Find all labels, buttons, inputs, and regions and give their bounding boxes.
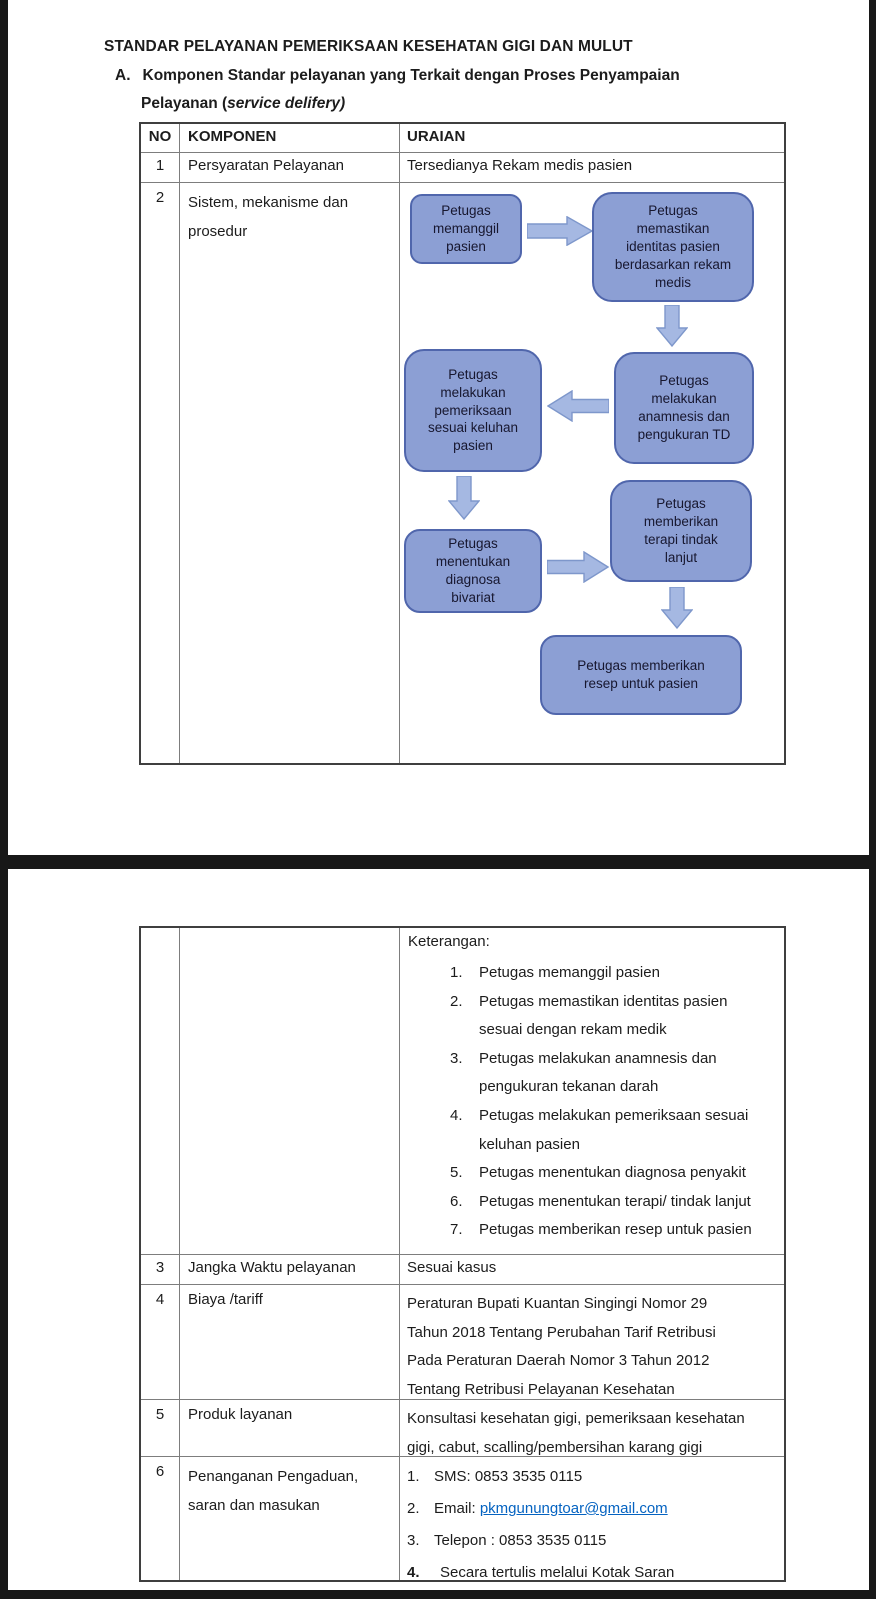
row1-no: 1 — [141, 153, 180, 182]
table-row: 3 Jangka Waktu pelayanan Sesuai kasus — [141, 1255, 784, 1285]
document-page-2: Keterangan: 1. Petugas memanggil pasien … — [8, 869, 869, 1590]
item-number: 4. — [407, 1564, 420, 1580]
complaint-channel-suggestion-box: 4. Secara tertulis melalui Kotak Saran — [407, 1560, 777, 1580]
section-heading-line1: Komponen Standar pelayanan yang Terkait … — [142, 67, 680, 84]
row1-uraian: Tersedianya Rekam medis pasien — [407, 157, 633, 174]
flowchart-box-examine: Petugas melakukan pemeriksaan sesuai kel… — [404, 349, 542, 472]
item-text: Petugas memanggil pasien — [479, 964, 660, 981]
complaint-channel-phone: 3. Telepon : 0853 3535 0115 — [407, 1528, 777, 1554]
keterangan-cell: Keterangan: 1. Petugas memanggil pasien … — [400, 928, 784, 1254]
arrow-down-icon — [448, 476, 480, 520]
service-standard-table-continued: Keterangan: 1. Petugas memanggil pasien … — [139, 926, 786, 1582]
item-number: 5. — [450, 1164, 463, 1182]
flowchart-box-diagnose: Petugas menentukan diagnosa bivariat — [404, 529, 542, 613]
list-item: 6. Petugas menentukan terapi/ tindak lan… — [450, 1188, 777, 1217]
table-header-row: NO KOMPONEN URAIAN — [141, 124, 784, 153]
list-item: 2. Petugas memastikan identitas pasien s… — [450, 988, 777, 1045]
row2-komponen: Sistem, mekanisme dan prosedur — [180, 183, 400, 763]
keterangan-list: 1. Petugas memanggil pasien 2. Petugas m… — [407, 959, 777, 1245]
bottom-bar — [0, 1590, 876, 1599]
arrow-right-icon — [527, 216, 593, 246]
item-number: 4. — [450, 1106, 463, 1124]
row1-komponen: Persyaratan Pelayanan — [180, 153, 400, 182]
table-row: 5 Produk layanan Konsultasi kesehatan gi… — [141, 1400, 784, 1457]
row6-no: 6 — [141, 1457, 180, 1580]
complaint-channel-sms: 1. SMS: 0853 3535 0115 — [407, 1464, 777, 1490]
item-number: 2. — [450, 992, 463, 1010]
service-standard-table: NO KOMPONEN URAIAN 1 Persyaratan Pelayan… — [139, 122, 786, 765]
table-row: 2 Sistem, mekanisme dan prosedur Petugas… — [141, 183, 784, 763]
col-header-no: NO — [141, 124, 180, 152]
flowchart-box-verify: Petugas memastikan identitas pasien berd… — [592, 192, 754, 302]
row5-komponen: Produk layanan — [180, 1400, 400, 1456]
row6-uraian: 1. SMS: 0853 3535 0115 2. Email: pkmgunu… — [400, 1457, 784, 1580]
arrow-down-icon — [661, 587, 693, 629]
flowchart-box-anamnesis: Petugas melakukan anamnesis dan pengukur… — [614, 352, 754, 464]
arrow-right-icon — [547, 551, 609, 583]
item-number: 3. — [407, 1532, 420, 1549]
item-text: Petugas memastikan identitas pasien sesu… — [479, 992, 728, 1039]
row3-no: 3 — [141, 1255, 180, 1284]
page-separator-band — [0, 855, 876, 869]
table-row: Keterangan: 1. Petugas memanggil pasien … — [141, 928, 784, 1255]
flowchart-box-therapy: Petugas memberikan terapi tindak lanjut — [610, 480, 752, 582]
item-number: 1. — [450, 964, 463, 981]
row6-komponen: Penanganan Pengaduan, saran dan masukan — [180, 1457, 400, 1580]
item-text: Petugas melakukan anamnesis dan pengukur… — [479, 1049, 717, 1096]
rowk-komponen-empty — [180, 928, 400, 1254]
row3-komponen: Jangka Waktu pelayanan — [180, 1255, 400, 1284]
list-item: 5. Petugas menentukan diagnosa penyakit — [450, 1159, 777, 1188]
col-header-uraian: URAIAN — [407, 128, 466, 145]
section-heading-line2: Pelayanan (service delifery) — [141, 95, 345, 113]
item-text: Email: pkmgunungtoar@gmail.com — [434, 1496, 668, 1522]
item-text: Petugas memberikan resep untuk pasien — [479, 1221, 752, 1239]
row4-komponen: Biaya /tariff — [180, 1285, 400, 1399]
table-row: 1 Persyaratan Pelayanan Tersedianya Reka… — [141, 153, 784, 183]
item-text: Telepon : 0853 3535 0115 — [434, 1532, 607, 1549]
table-row: 4 Biaya /tariff Peraturan Bupati Kuantan… — [141, 1285, 784, 1400]
item-text: Petugas melakukan pemeriksaan sesuai kel… — [479, 1106, 749, 1153]
item-text: Secara tertulis melalui Kotak Saran — [440, 1564, 675, 1580]
arrow-left-icon — [547, 390, 609, 422]
heading-line2-plain: Pelayanan ( — [141, 95, 228, 112]
complaint-channel-email: 2. Email: pkmgunungtoar@gmail.com — [407, 1496, 777, 1522]
item-number: 2. — [407, 1500, 420, 1517]
email-label: Email: — [434, 1500, 480, 1517]
row5-uraian: Konsultasi kesehatan gigi, pemeriksaan k… — [407, 1410, 745, 1456]
list-item: 4. Petugas melakukan pemeriksaan sesuai … — [450, 1102, 777, 1159]
rowk-no-empty — [141, 928, 180, 1254]
item-text: Petugas menentukan terapi/ tindak lanjut — [479, 1192, 751, 1210]
section-letter: A. — [115, 67, 131, 84]
keterangan-title: Keterangan: — [408, 933, 490, 950]
item-text: SMS: 0853 3535 0115 — [434, 1468, 583, 1485]
page-title: STANDAR PELAYANAN PEMERIKSAAN KESEHATAN … — [104, 38, 633, 55]
item-number: 7. — [450, 1221, 463, 1239]
document-page-1: STANDAR PELAYANAN PEMERIKSAAN KESEHATAN … — [8, 0, 869, 855]
item-number: 6. — [450, 1192, 463, 1210]
row3-uraian: Sesuai kasus — [407, 1259, 497, 1276]
col-header-komponen: KOMPONEN — [180, 124, 400, 152]
row4-uraian: Peraturan Bupati Kuantan Singingi Nomor … — [407, 1295, 716, 1399]
item-text: Petugas menentukan diagnosa penyakit — [479, 1164, 746, 1182]
row2-no: 2 — [141, 183, 180, 763]
procedure-flowchart: Petugas memanggil pasien Petugas memasti… — [400, 183, 784, 763]
flowchart-box-call: Petugas memanggil pasien — [410, 194, 522, 264]
item-number: 1. — [407, 1468, 420, 1485]
row4-no: 4 — [141, 1285, 180, 1399]
item-number: 3. — [450, 1049, 463, 1067]
list-item: 1. Petugas memanggil pasien — [450, 959, 777, 988]
section-heading: A. Komponen Standar pelayanan yang Terkai… — [115, 67, 680, 85]
list-item: 7. Petugas memberikan resep untuk pasien — [450, 1216, 777, 1245]
arrow-down-icon — [656, 305, 688, 347]
flowchart-box-prescription: Petugas memberikan resep untuk pasien — [540, 635, 742, 715]
list-item: 3. Petugas melakukan anamnesis dan pengu… — [450, 1045, 777, 1102]
email-link[interactable]: pkmgunungtoar@gmail.com — [479, 1500, 668, 1517]
heading-line2-italic: service delifery) — [227, 95, 346, 112]
row5-no: 5 — [141, 1400, 180, 1456]
table-row: 6 Penanganan Pengaduan, saran dan masuka… — [141, 1457, 784, 1580]
